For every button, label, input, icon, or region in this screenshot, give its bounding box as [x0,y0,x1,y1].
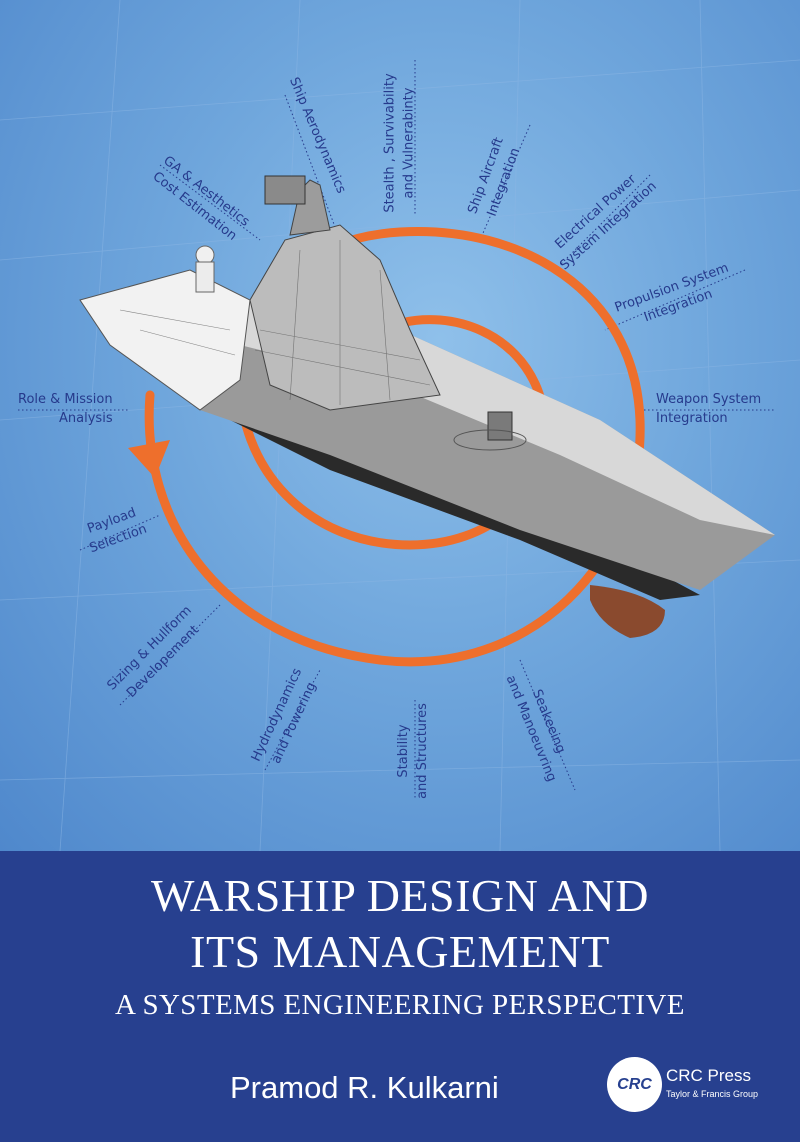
publisher-block: CRC Press Taylor & Francis Group [666,1066,758,1099]
crc-logo: CRC [607,1057,662,1112]
warship-model [79,175,775,638]
crc-logo-text: CRC [617,1075,652,1093]
label-leader-lines [18,60,775,800]
publisher-group: Taylor & Francis Group [666,1089,759,1099]
background-grid [0,0,800,851]
spiral-arrowhead [128,440,170,478]
cover-illustration: Ship Aerodynamics Stealth , Survivabilit… [0,0,800,851]
author-name: Pramod R. Kulkarni [230,1070,499,1105]
publisher-name: CRC Press [666,1066,752,1085]
subtitle: A SYSTEMS ENGINEERING PERSPECTIVE [115,989,685,1021]
title-line-1: WARSHIP DESIGN AND [151,870,649,921]
title-line-2: ITS MANAGEMENT [190,926,610,977]
warship-diagram [0,0,800,851]
title-band: WARSHIP DESIGN AND ITS MANAGEMENT A SYST… [0,851,800,1142]
